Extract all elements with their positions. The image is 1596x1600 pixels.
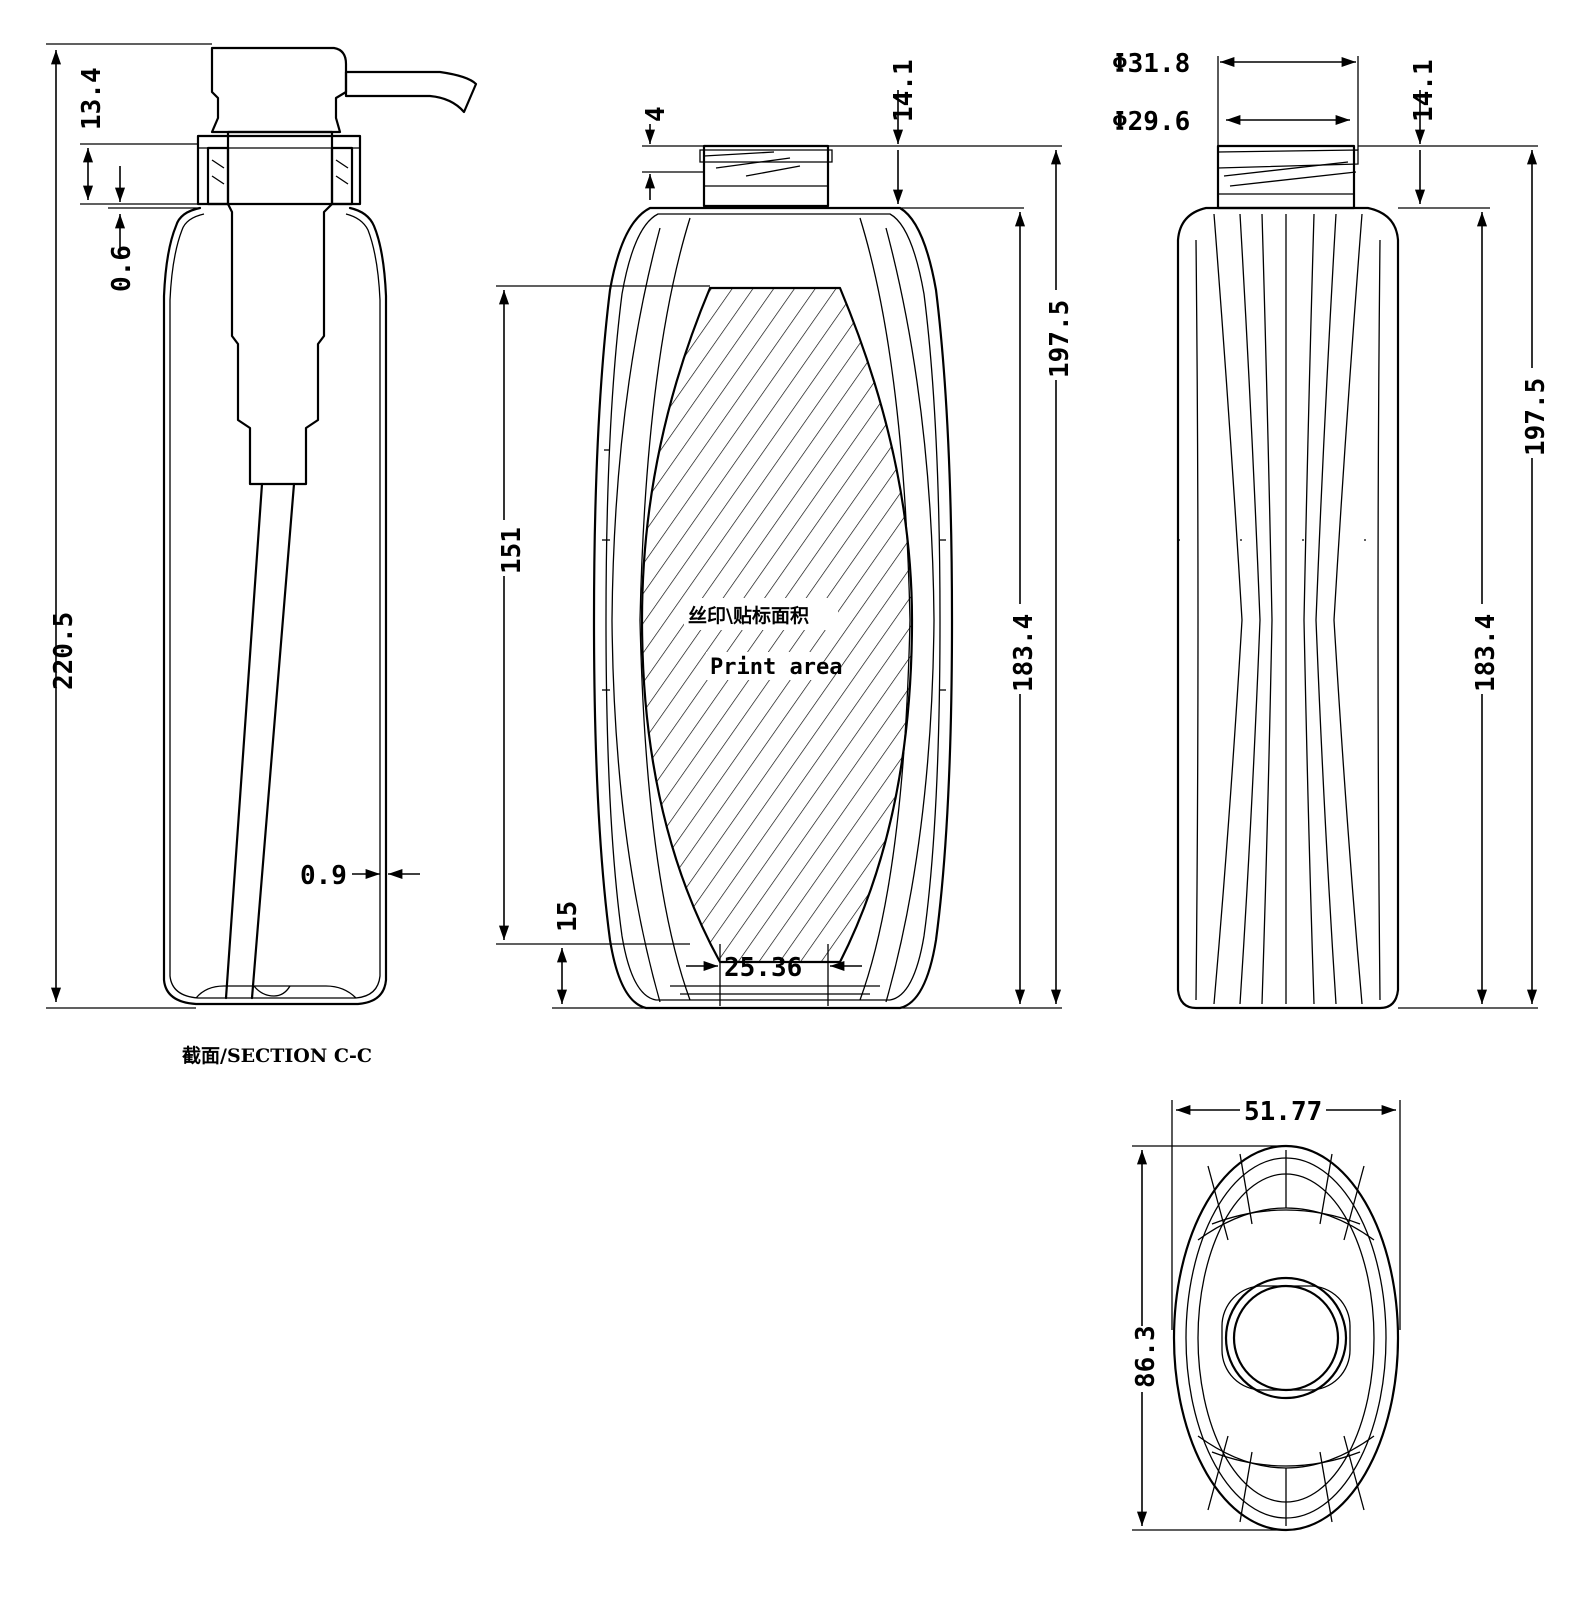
dim-wall-thickness: 0.9 <box>300 861 420 891</box>
front-view: 丝印\贴标面积 Print area 4 14.1 197.5 <box>488 59 1075 1010</box>
pump-collar <box>196 134 362 206</box>
front-neck <box>699 144 833 208</box>
dim-text-0-9: 0.9 <box>300 861 347 891</box>
dim-text-4: 4 <box>641 106 671 122</box>
dim-text-0-6: 0.6 <box>107 245 137 292</box>
dim-side-body-height: 183.4 <box>1466 212 1501 1004</box>
dim-text-13-4: 13.4 <box>77 67 107 130</box>
side-neck <box>1216 144 1359 210</box>
dim-front-body-height: 183.4 <box>1004 212 1039 1004</box>
print-area: 丝印\贴标面积 Print area <box>640 286 914 964</box>
dim-bottom-width-51-77: 51.77 <box>1171 1096 1401 1330</box>
dim-text-151: 151 <box>497 527 527 574</box>
dim-print-bottom-offset: 15 <box>552 901 646 1009</box>
dim-text-183-4-front: 183.4 <box>1009 614 1039 692</box>
print-area-label-cn: 丝印\贴标面积 <box>688 604 809 627</box>
pump-head <box>210 46 478 134</box>
side-view: Φ31.8 Φ29.6 14.1 197.5 183.4 <box>1112 49 1551 1010</box>
dim-text-outer-diameter: Φ31.8 <box>1112 49 1190 79</box>
front-body-outline <box>592 206 954 1010</box>
dim-front-total-height: 197.5 <box>900 150 1075 1009</box>
pump-stem <box>226 130 334 486</box>
dim-text-86-3: 86.3 <box>1131 1325 1161 1388</box>
dim-front-neck-height: 14.1 <box>828 59 1062 209</box>
section-view: 220.5 13.4 0.6 0.9 截面/SECTION C-C <box>46 43 478 1067</box>
bottom-view: 51.77 86.3 <box>1126 1096 1401 1532</box>
bottle-wall <box>162 206 388 1006</box>
dim-print-height: 151 <box>488 285 710 945</box>
dim-text-183-4-side: 183.4 <box>1471 614 1501 692</box>
dim-bottom-length-86-3: 86.3 <box>1126 1145 1286 1531</box>
dim-side-neck-height: 14.1 <box>1358 59 1538 209</box>
dim-text-14-1-front: 14.1 <box>889 59 919 122</box>
dim-neck-gap: 0.6 <box>107 166 200 292</box>
dim-neck-thread: 4 <box>641 106 704 200</box>
section-caption: 截面/SECTION C-C <box>182 1044 372 1067</box>
dim-text-14-1-side: 14.1 <box>1409 59 1439 122</box>
dim-text-inner-diameter: Φ29.6 <box>1112 107 1190 137</box>
dim-pump-collar: 13.4 <box>77 67 198 205</box>
dip-tube <box>224 482 296 1000</box>
dim-text-51-77: 51.77 <box>1244 1097 1322 1127</box>
dim-text-15: 15 <box>553 901 583 932</box>
dim-text-197-5-front: 197.5 <box>1045 300 1075 378</box>
dim-side-total-height: 197.5 <box>1398 150 1551 1009</box>
dim-text-25-36: 25.36 <box>724 953 802 983</box>
side-body-outline <box>1176 206 1400 1010</box>
dim-overall-height: 220.5 <box>46 43 212 1009</box>
dim-inner-diameter: Φ29.6 <box>1112 107 1350 137</box>
dim-bottom-width: 25.36 <box>686 944 862 986</box>
dim-text-197-5-side: 197.5 <box>1521 378 1551 456</box>
dim-text-220-5: 220.5 <box>49 612 79 690</box>
print-area-label-en: Print area <box>710 655 842 680</box>
dim-outer-diameter: Φ31.8 <box>1112 49 1359 150</box>
